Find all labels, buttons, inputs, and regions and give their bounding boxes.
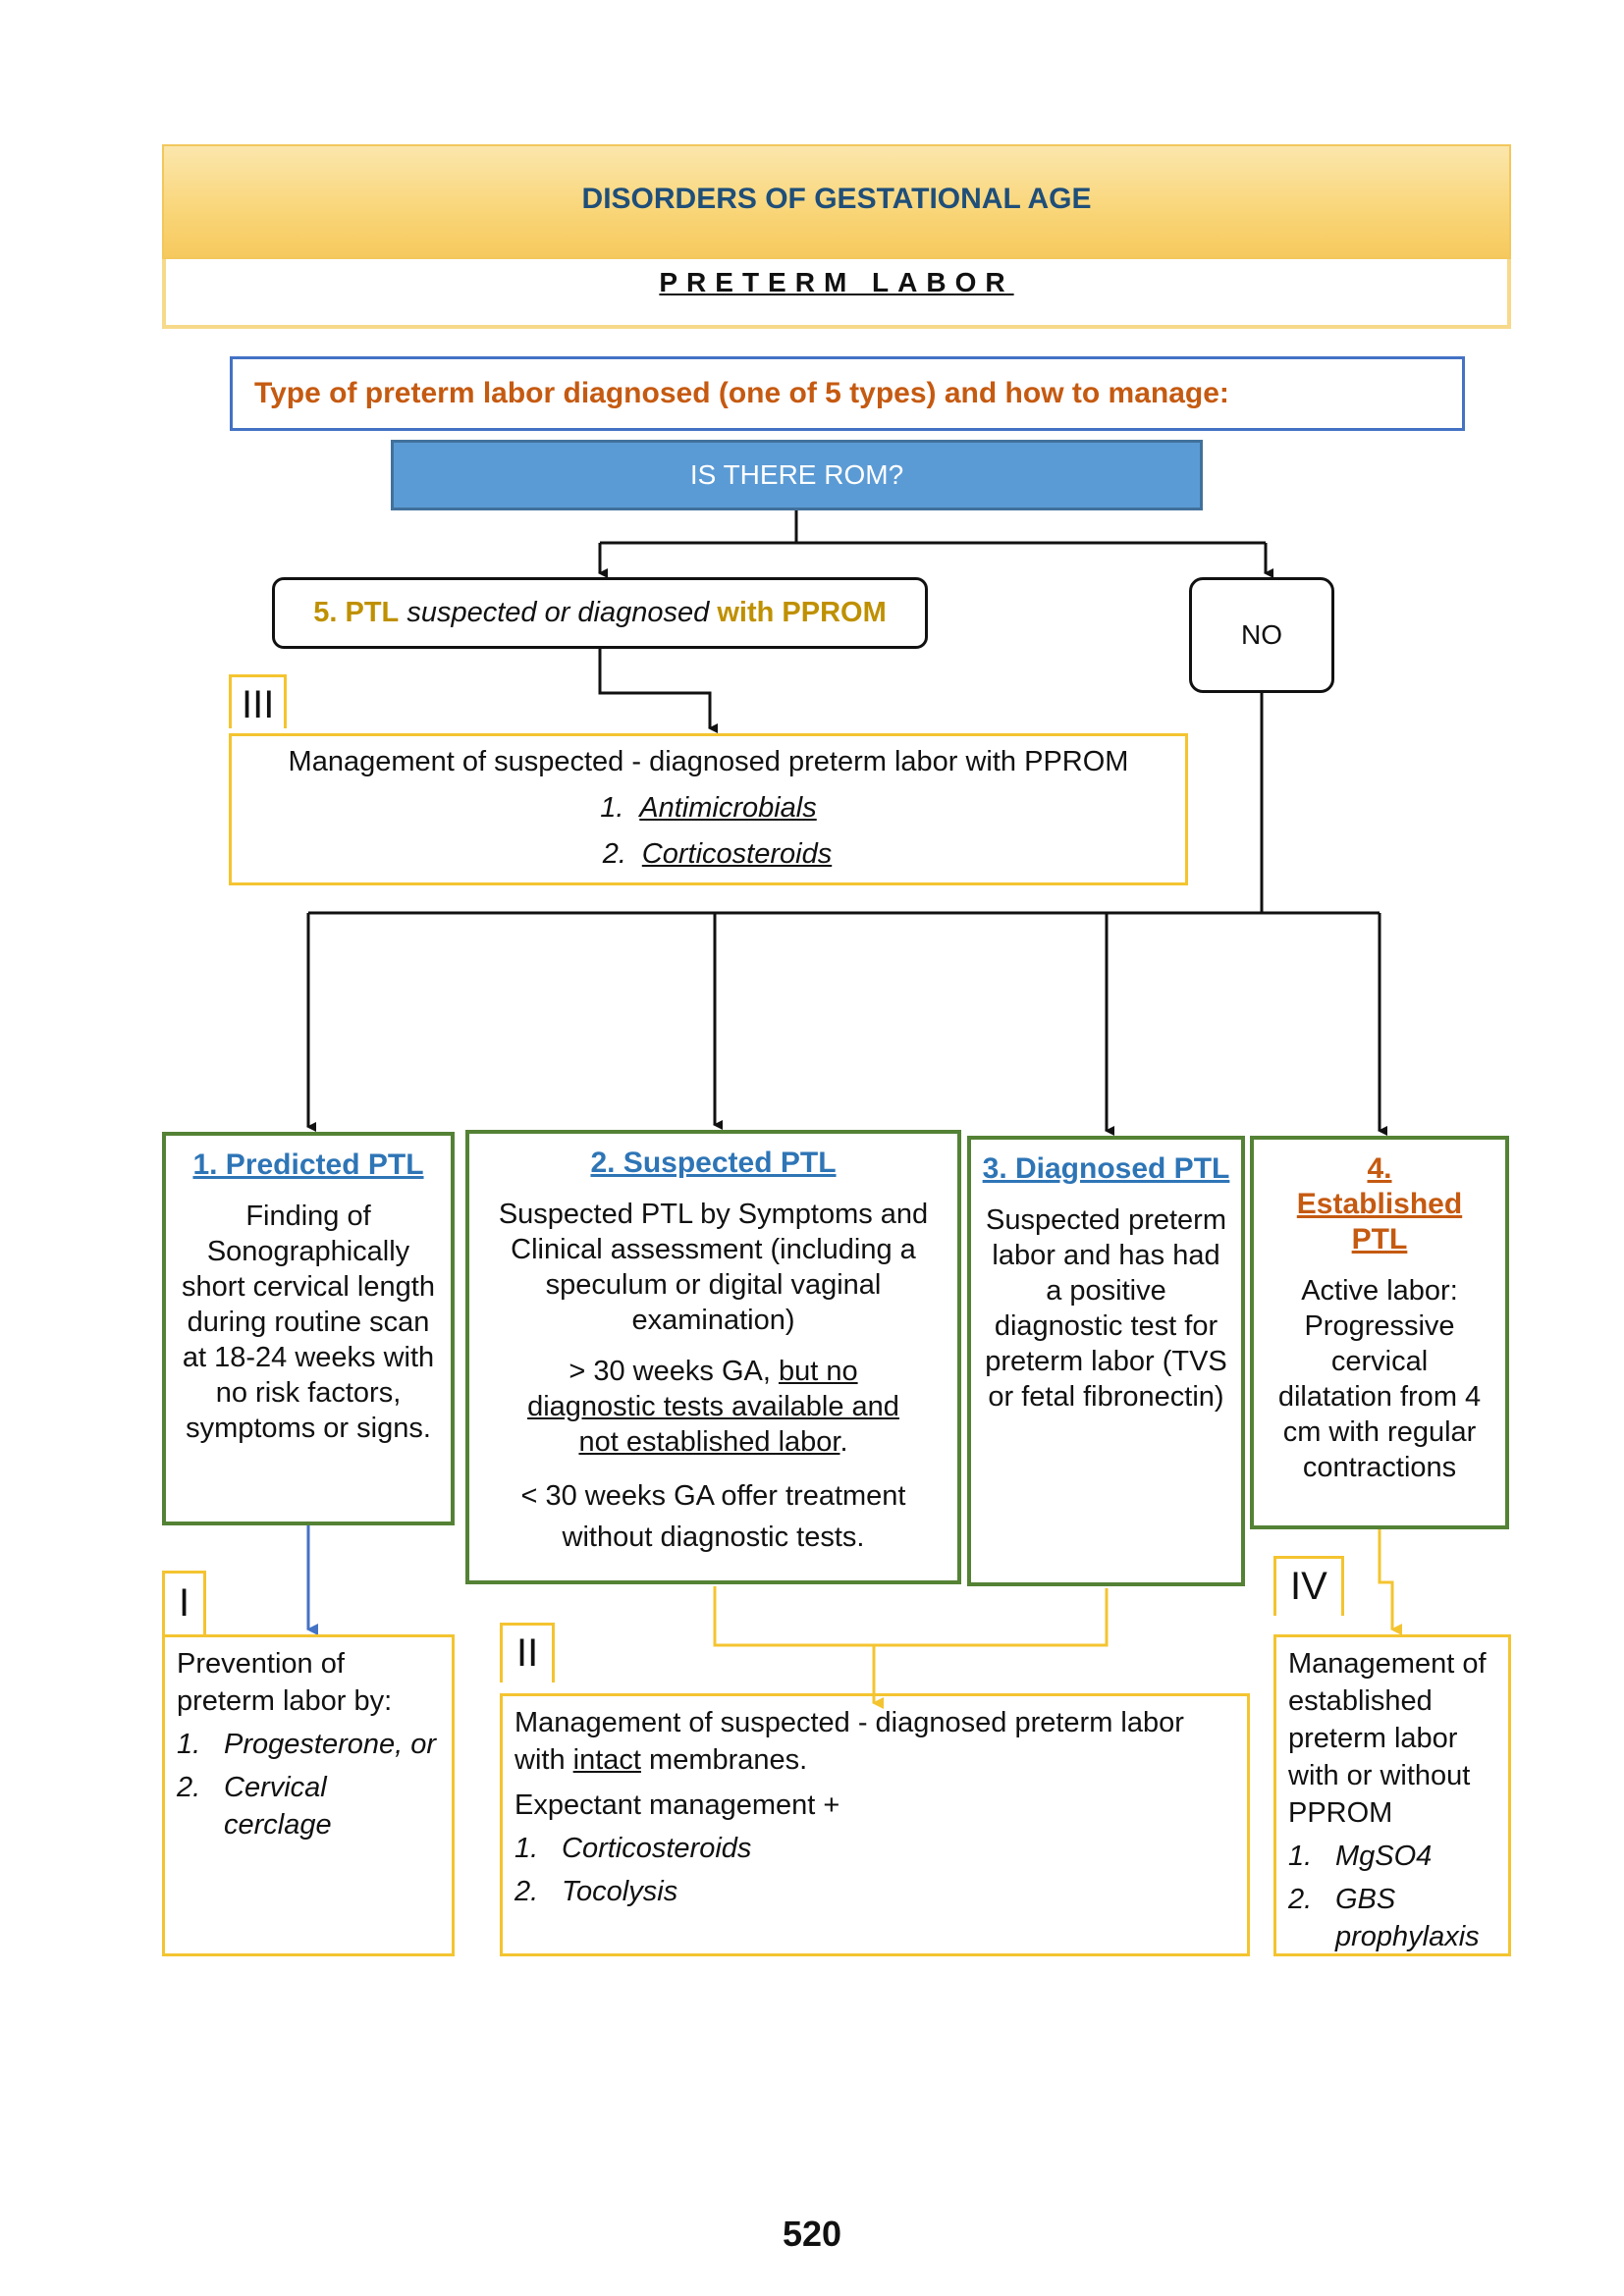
- roman-iii-tab: III: [229, 674, 288, 728]
- roman-iv-tab: IV: [1273, 1556, 1344, 1616]
- management-i-box: Prevention of preterm labor by: 1.Proges…: [162, 1634, 455, 1956]
- pprom-suffix: with PPROM: [717, 597, 887, 628]
- arrow-to-mgmt4: [1378, 1529, 1402, 1635]
- management-ii-line2: Expectant management +: [514, 1789, 840, 1821]
- type-3-diagnosed-box: 3. Diagnosed PTL Suspected preterm labor…: [967, 1136, 1245, 1586]
- management-iv-item: 1.MgSO4: [1288, 1841, 1433, 1872]
- roman-ii-tab: II: [500, 1623, 556, 1682]
- roman-i-tab: I: [162, 1571, 207, 1634]
- management-i-item: 1.Progesterone, or: [177, 1729, 437, 1760]
- management-ii-heading: Management of suspected - diagnosed pret…: [514, 1707, 1184, 1776]
- type-4-body: Active labor: Progressive cervical dilat…: [1277, 1275, 1482, 1483]
- management-iv-box: Management of established preterm labor …: [1273, 1634, 1511, 1956]
- page-subtitle: PRETERM LABOR: [659, 267, 1014, 297]
- management-iii-box: Management of suspected - diagnosed pret…: [229, 733, 1188, 885]
- pprom-number: 5. PTL: [313, 597, 400, 628]
- management-ii-box: Management of suspected - diagnosed pret…: [500, 1693, 1250, 1956]
- header-band: [162, 144, 1511, 259]
- type-2-suspected-box: 2. Suspected PTL Suspected PTL by Sympto…: [465, 1130, 961, 1584]
- type-2-body-1: Suspected PTL by Symptoms and Clinical a…: [498, 1199, 929, 1336]
- type-1-body: Finding of Sonographically short cervica…: [182, 1201, 435, 1444]
- type-prompt-box: Type of preterm labor diagnosed (one of …: [230, 356, 1465, 431]
- arrow-to-mgmt3: [598, 649, 718, 733]
- type-2-title: 2. Suspected PTL: [590, 1147, 837, 1179]
- type-1-predicted-box: 1. Predicted PTL Finding of Sonographica…: [162, 1132, 455, 1525]
- type-2-body-2: > 30 weeks GA, but no diagnostic tests a…: [527, 1356, 899, 1458]
- management-ii-item: 1.Corticosteroids: [514, 1833, 752, 1864]
- management-i-heading: Prevention of preterm labor by:: [177, 1648, 393, 1717]
- type-1-title: 1. Predicted PTL: [192, 1148, 424, 1181]
- management-i-item: 2.Cervical cerclage: [177, 1772, 332, 1841]
- type-3-body: Suspected preterm labor and has had a po…: [985, 1204, 1227, 1413]
- management-iii-item: 1.Antimicrobials: [600, 792, 817, 824]
- page-number: 520: [782, 2214, 842, 2254]
- type-2-body-3: < 30 weeks GA offer treatment without di…: [520, 1480, 906, 1553]
- page-title: DISORDERS OF GESTATIONAL AGE: [581, 183, 1092, 215]
- pprom-italic: suspected or diagnosed: [406, 597, 710, 628]
- type-4-established-box: 4. Established PTL Active labor: Progres…: [1250, 1136, 1509, 1529]
- pprom-box: 5. PTL suspected or diagnosed with PPROM: [272, 577, 928, 649]
- no-box: NO: [1189, 577, 1334, 693]
- rom-question-box: IS THERE ROM?: [391, 440, 1203, 510]
- management-iii-heading: Management of suspected - diagnosed pret…: [288, 746, 1129, 777]
- management-iv-heading: Management of established preterm labor …: [1288, 1648, 1487, 1829]
- management-iv-item: 2.GBS prophylaxis: [1288, 1884, 1480, 1952]
- management-ii-item: 2.Tocolysis: [514, 1876, 678, 1907]
- t2-t3-join: [713, 1586, 1109, 1647]
- type-4-title: 4. Established PTL: [1296, 1152, 1463, 1255]
- type-3-title: 3. Diagnosed PTL: [982, 1152, 1230, 1185]
- management-iii-item: 2.Corticosteroids: [602, 838, 833, 870]
